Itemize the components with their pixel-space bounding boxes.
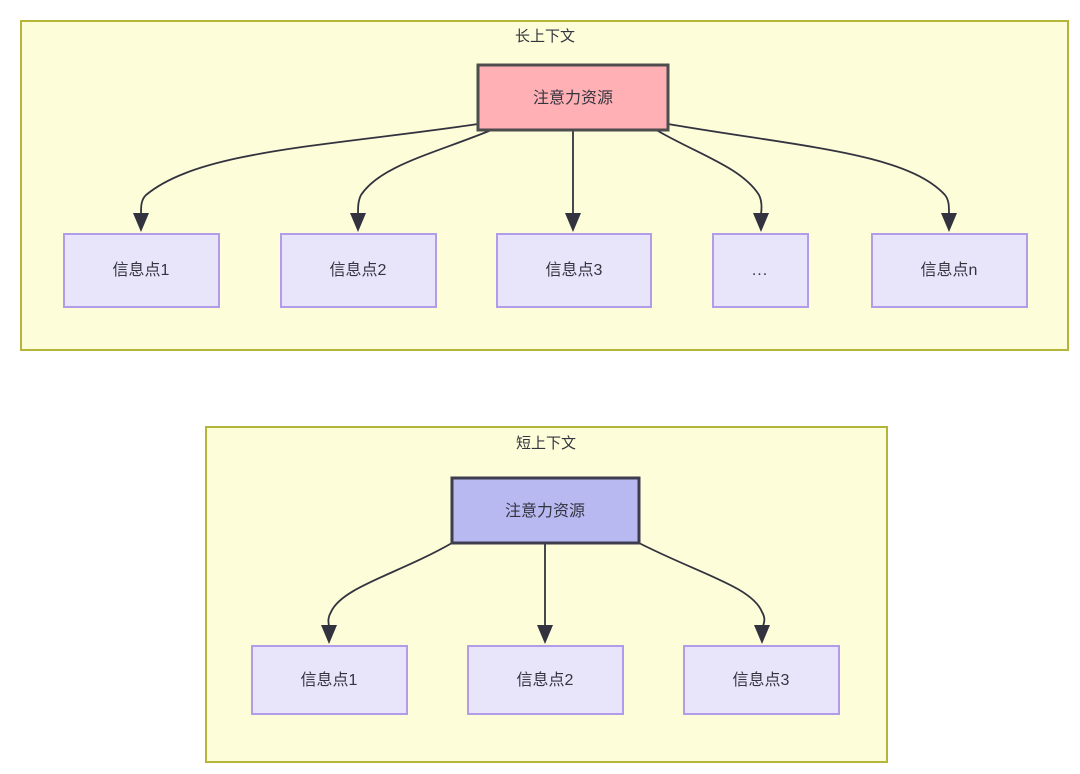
group-title-long-context: 长上下文 [515, 28, 575, 45]
node-label-infon-long: 信息点n [921, 261, 978, 279]
node-root-short-context[interactable]: 注意力资源 [450, 476, 641, 545]
node-rect-info1-short[interactable] [251, 645, 408, 715]
leaf-node-long-n[interactable]: 信息点n [871, 233, 1028, 308]
node-rect-attention-short[interactable] [450, 476, 641, 545]
node-rect-info3-short[interactable] [683, 645, 840, 715]
group-long-context: 长上下文 注意力资源 信息 [20, 20, 1069, 351]
group-title-short-context: 短上下文 [516, 435, 576, 452]
node-root-long-context[interactable]: 注意力资源 [476, 63, 670, 132]
arrowhead-info3 [565, 213, 581, 232]
node-label-info2-long: 信息点2 [330, 261, 387, 279]
leaf-node-short-1[interactable]: 信息点1 [251, 645, 408, 715]
node-label-ellipsis-long: ... [752, 262, 768, 279]
arrowhead-infon [941, 213, 957, 232]
edge-root-to-info1-short [327, 542, 453, 627]
leaf-node-long-ellipsis[interactable]: ... [712, 233, 809, 308]
node-rect-ellipsis-long[interactable] [712, 233, 809, 308]
node-label-info2-short: 信息点2 [517, 671, 574, 689]
edge-root-to-info1 [140, 123, 479, 215]
node-label-info3-long: 信息点3 [546, 261, 603, 279]
edge-root-to-info2 [357, 130, 490, 215]
leaf-node-short-3[interactable]: 信息点3 [683, 645, 840, 715]
group-short-context: 短上下文 注意力资源 信息点1 信息点2 [205, 426, 888, 763]
edge-root-to-ellipsis [657, 130, 763, 215]
leaf-node-short-2[interactable]: 信息点2 [467, 645, 624, 715]
edge-root-to-infon [667, 123, 950, 215]
arrowhead-info2 [350, 213, 366, 232]
node-label-info1-short: 信息点1 [301, 671, 358, 689]
leaf-node-long-1[interactable]: 信息点1 [63, 233, 220, 308]
node-rect-info2-long[interactable] [280, 233, 437, 308]
arrowhead-info2-short [537, 625, 553, 644]
arrowhead-info1-short [321, 625, 337, 644]
arrowhead-info1 [133, 213, 149, 232]
leaf-node-long-3[interactable]: 信息点3 [496, 233, 652, 308]
node-label-info1-long: 信息点1 [113, 261, 170, 279]
node-label-attention-short: 注意力资源 [505, 501, 585, 520]
node-rect-attention-long[interactable] [476, 63, 670, 132]
arrowhead-ellipsis [753, 213, 769, 232]
node-label-info3-short: 信息点3 [733, 671, 790, 689]
edge-group-short-context [321, 542, 770, 644]
node-rect-info3-long[interactable] [496, 233, 652, 308]
arrowhead-info3-short [754, 625, 770, 644]
node-rect-info2-short[interactable] [467, 645, 624, 715]
edge-group-long-context [133, 123, 957, 232]
node-label-attention-long: 注意力资源 [533, 88, 613, 107]
node-rect-info1-long[interactable] [63, 233, 220, 308]
node-rect-infon-long[interactable] [871, 233, 1028, 308]
edge-root-to-info3-short [638, 542, 766, 627]
leaf-node-long-2[interactable]: 信息点2 [280, 233, 437, 308]
